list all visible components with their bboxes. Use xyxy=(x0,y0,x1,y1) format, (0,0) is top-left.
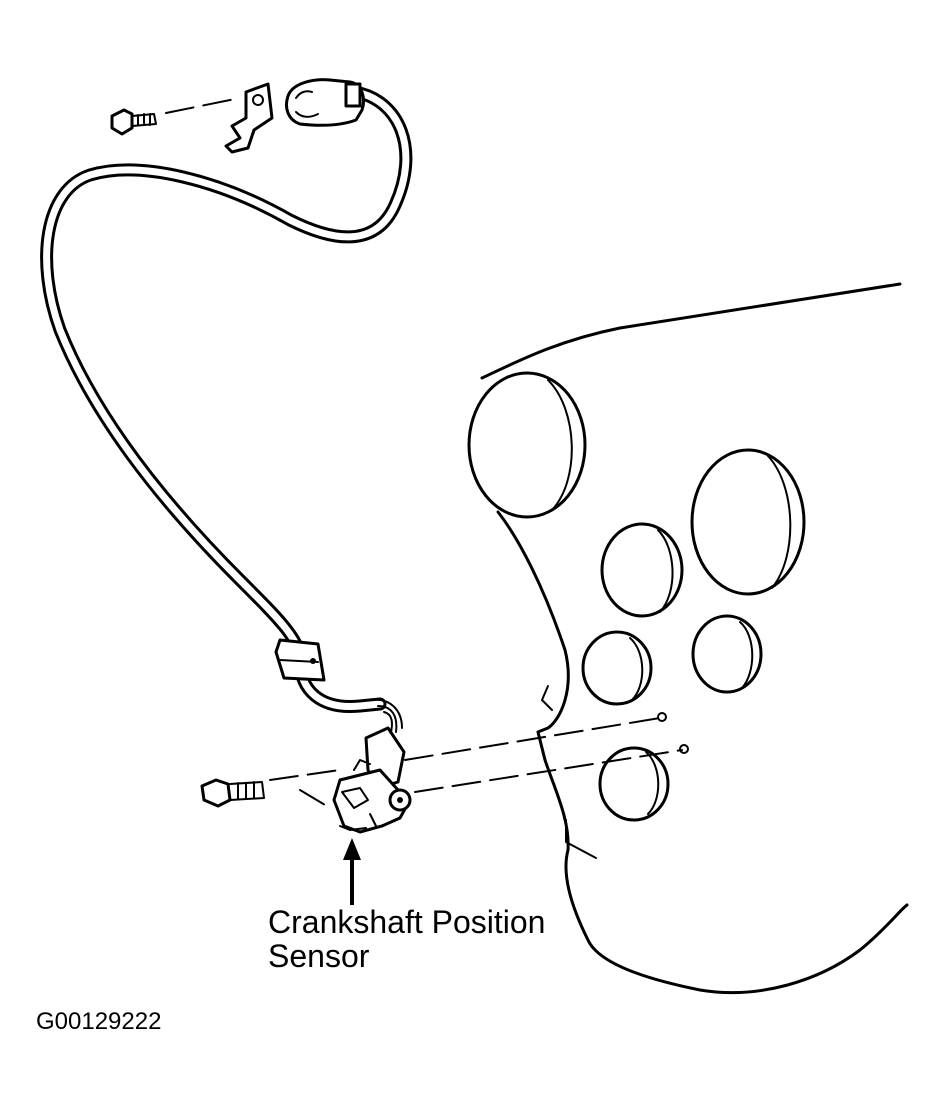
boss-large-left xyxy=(467,371,587,519)
upper-bolt xyxy=(110,97,241,136)
lower-bolt xyxy=(200,778,265,808)
figure-id: G00129222 xyxy=(36,1008,162,1035)
boss-small-right xyxy=(691,614,763,694)
harness-clamp xyxy=(274,638,326,682)
engine-block-notch-lower xyxy=(565,819,597,859)
upper-connector xyxy=(285,78,365,127)
harness-cable-inner xyxy=(43,88,410,710)
boss-small-lower xyxy=(598,746,670,822)
callout-arrow xyxy=(343,838,361,905)
boss-small-left xyxy=(581,630,653,706)
sensor-callout-label: Crankshaft Position Sensor xyxy=(268,905,545,973)
install-alignment-lines xyxy=(269,712,689,809)
upper-bracket-plate xyxy=(224,82,274,154)
engine-block xyxy=(480,282,909,995)
harness-cable-outer xyxy=(40,85,413,713)
wiring-harness xyxy=(40,85,413,713)
sensor-callout-line-1: Crankshaft Position xyxy=(268,904,546,940)
engine-block-top-edge xyxy=(480,282,902,380)
boss-large-right xyxy=(690,448,806,596)
engine-block-left-edge xyxy=(496,510,909,995)
boss-medium xyxy=(600,522,684,618)
upper-bracket xyxy=(224,82,274,154)
crankshaft-sensor-body xyxy=(332,759,412,834)
engine-block-notch-upper xyxy=(541,685,553,711)
sensor-callout-line-2: Sensor xyxy=(268,938,370,974)
